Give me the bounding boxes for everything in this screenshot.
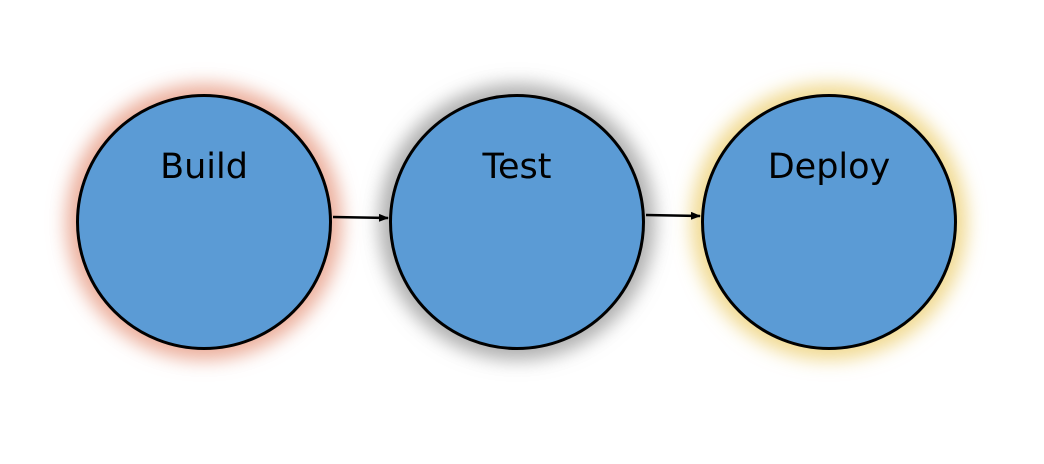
stage-build-circle: Build — [76, 94, 332, 350]
arrow-build-to-test — [332, 213, 389, 222]
stage-test-label: Test — [482, 147, 552, 187]
arrow-test-to-deploy — [645, 211, 701, 220]
stage-deploy-label: Deploy — [767, 147, 891, 187]
stage-test-circle: Test — [389, 94, 645, 350]
stage-build-label: Build — [160, 147, 248, 187]
stage-deploy-circle: Deploy — [701, 94, 957, 350]
